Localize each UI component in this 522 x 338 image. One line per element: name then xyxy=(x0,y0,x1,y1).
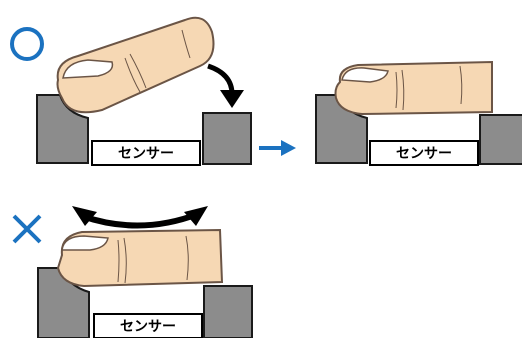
sensor-label-box-incorrect: センサー xyxy=(93,313,203,338)
correct-mark-icon xyxy=(10,27,44,61)
incorrect-mark-icon xyxy=(12,214,42,244)
sensor-label-incorrect: センサー xyxy=(120,319,176,335)
sensor-housing-right-incorrect xyxy=(203,285,253,338)
finger-flat xyxy=(334,60,493,116)
sensor-housing-right xyxy=(202,112,252,165)
finger-sliding xyxy=(56,228,224,288)
sensor-housing-right-after xyxy=(479,114,522,165)
sensor-label-before: センサー xyxy=(118,146,174,162)
sensor-label-box-after: センサー xyxy=(369,140,479,166)
finger-tilted xyxy=(56,16,215,114)
sensor-label-after: センサー xyxy=(396,146,452,162)
double-curved-arrow-icon xyxy=(72,206,208,229)
curved-down-arrow-icon xyxy=(207,63,244,108)
sensor-label-box-before: センサー xyxy=(91,140,201,166)
right-arrow-icon xyxy=(259,140,296,156)
